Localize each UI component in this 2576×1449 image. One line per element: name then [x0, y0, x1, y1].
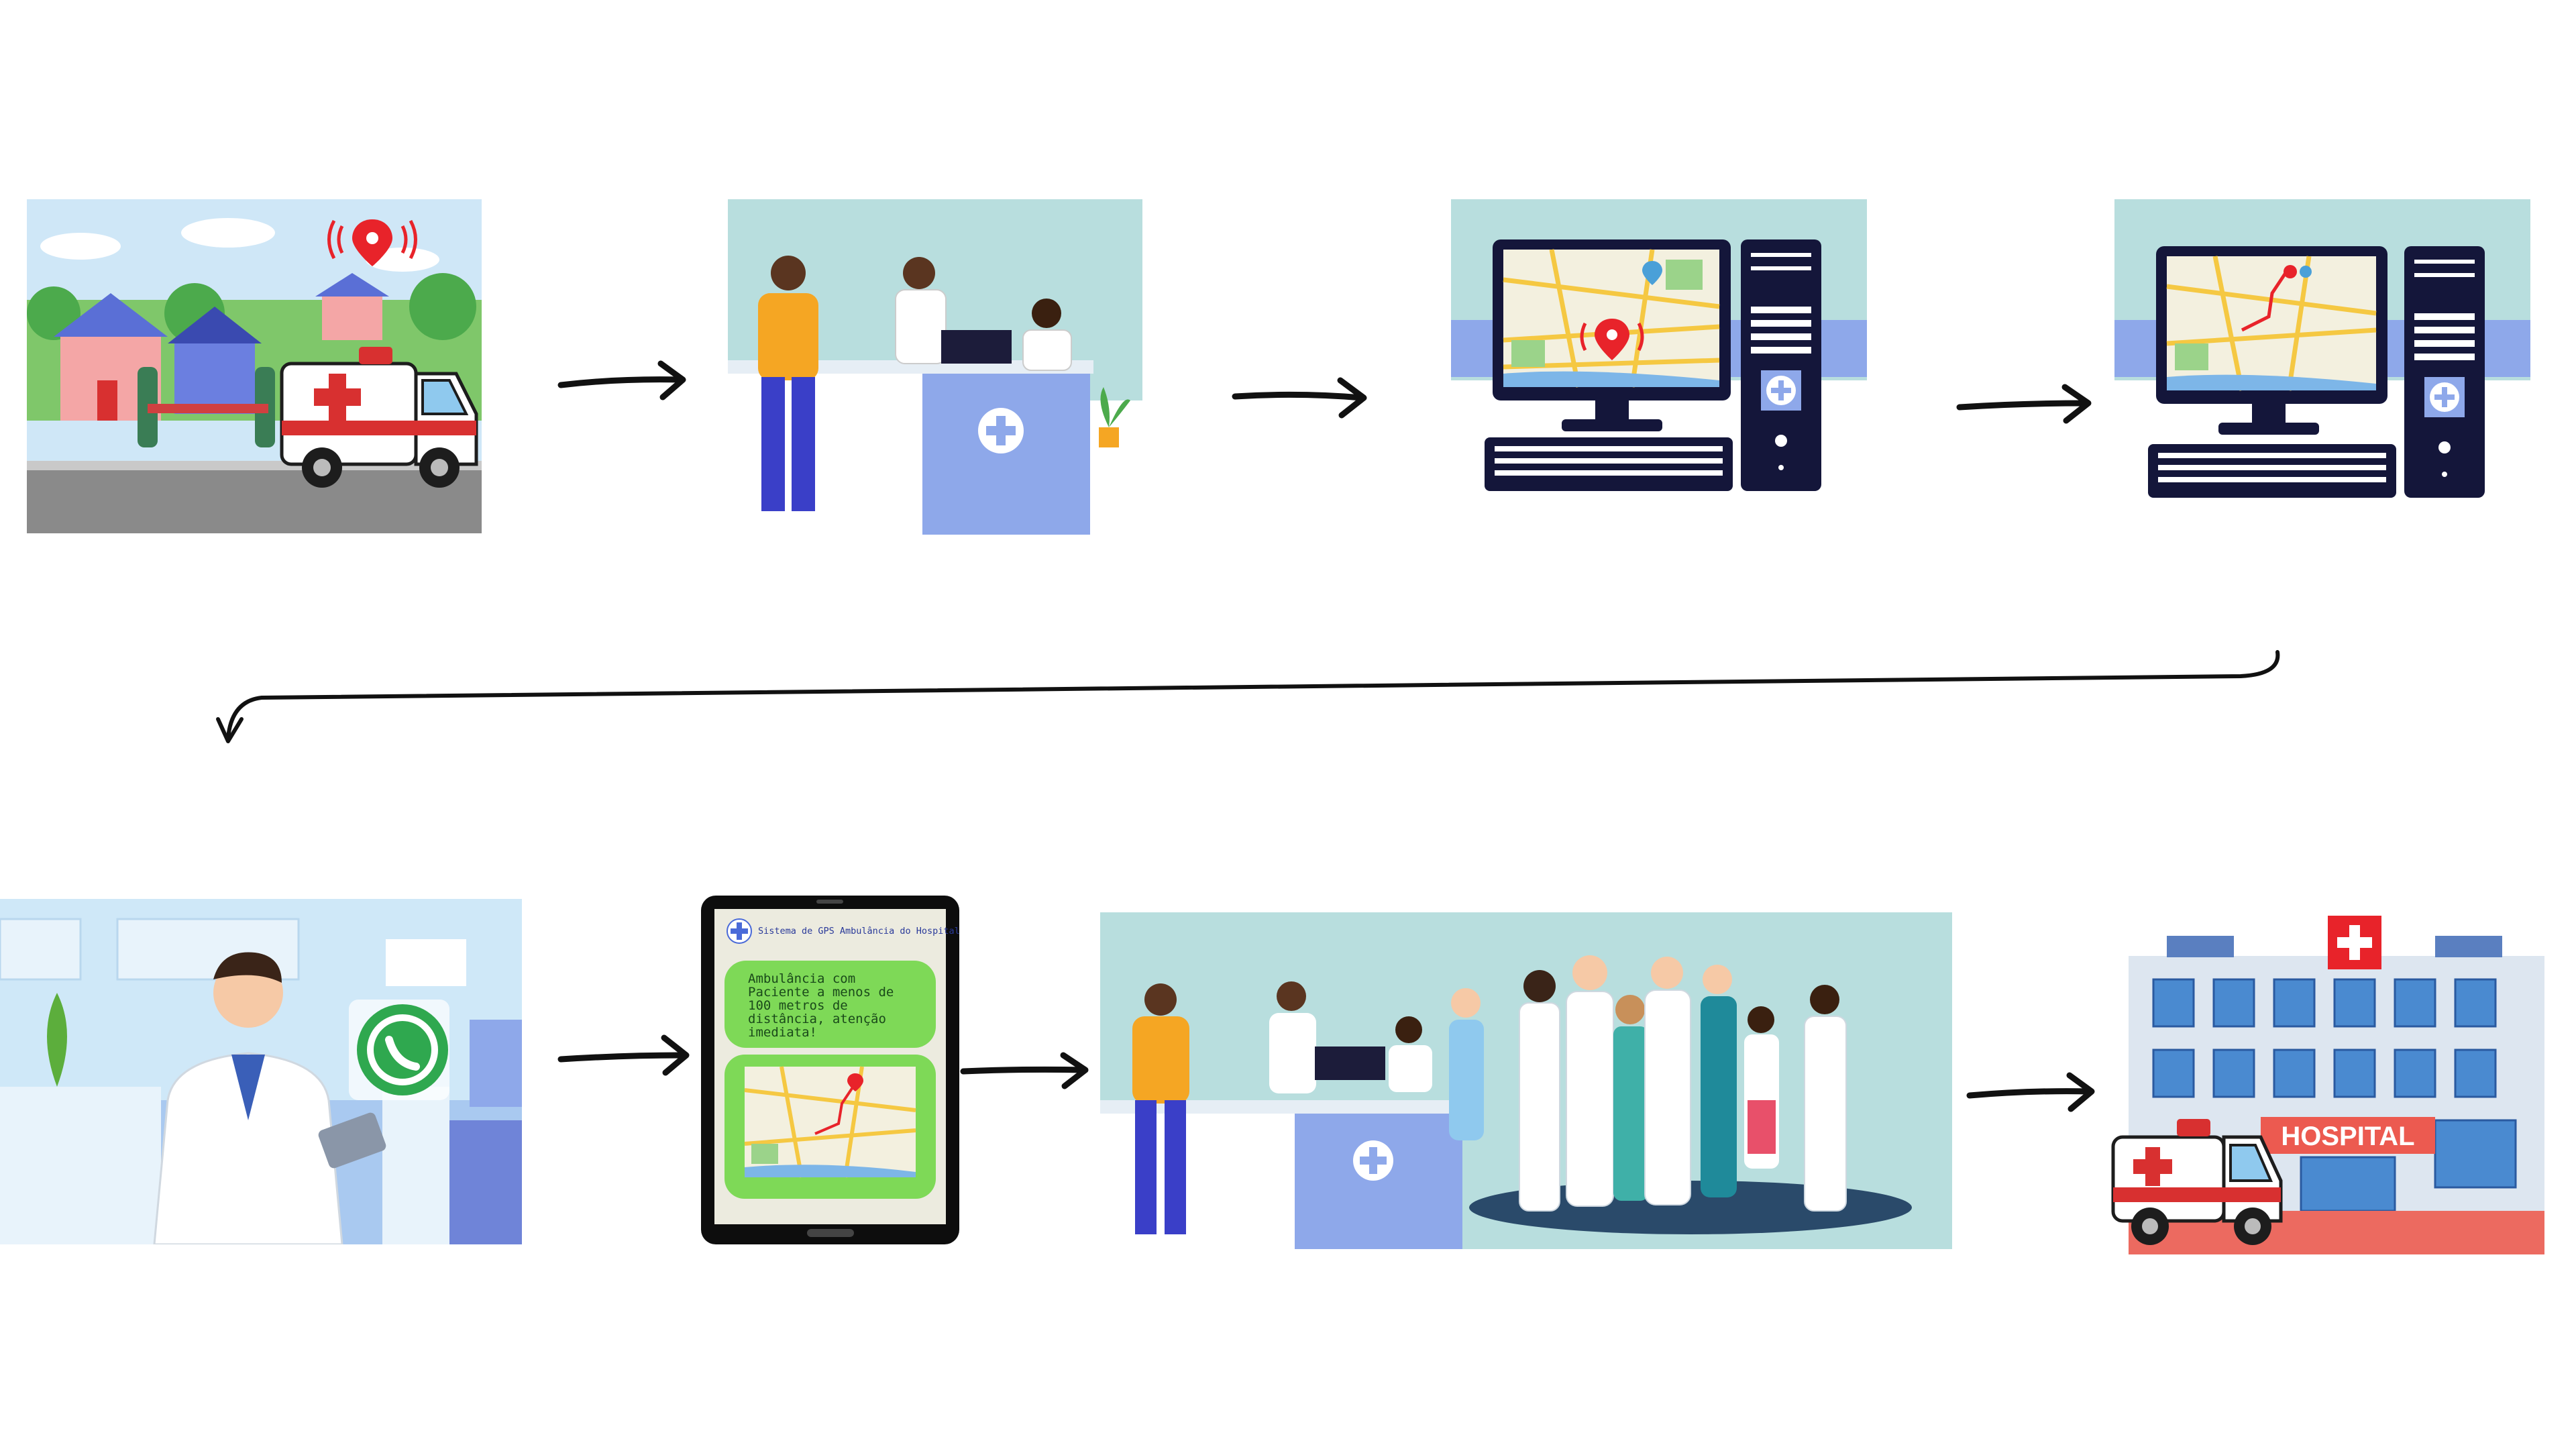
flow-return-arrow: [216, 650, 2280, 743]
step-gps-map-computer: [1451, 199, 1867, 500]
tablet-header: Sistema de GPS Ambulância do Hospital: [758, 926, 959, 936]
step-gps-route-computer: [2114, 199, 2530, 504]
alert-line-5: imediata!: [748, 1025, 817, 1040]
flow-arrow-6: [1966, 1072, 2095, 1112]
flow-arrow-1: [557, 360, 686, 400]
whatsapp-icon: [349, 1000, 449, 1100]
flow-arrow-5: [960, 1052, 1089, 1089]
map-thumbnail: [744, 1066, 916, 1178]
step-ambulance-pickup: [27, 199, 482, 533]
flow-arrow-3: [1956, 384, 2092, 424]
alert-line-1: Ambulância com: [748, 971, 855, 986]
message-bubble: [724, 961, 936, 1048]
location-pin-icon: [327, 219, 417, 266]
map-pin-icon: [1580, 319, 1644, 360]
alert-line-3: 100 metros de: [748, 998, 848, 1013]
alert-line-2: Paciente a menos de: [748, 985, 894, 1000]
alert-message: Ambulância com Paciente a menos de 100 m…: [748, 971, 894, 1040]
alert-line-4: distância, atenção: [748, 1012, 886, 1026]
step-tablet-alert: Sistema de GPS Ambulância do Hospital Am…: [701, 896, 959, 1244]
flow-arrow-4: [557, 1034, 690, 1076]
step-medical-team: [1100, 912, 1952, 1249]
flow-arrow-2: [1232, 377, 1367, 419]
step-doctor-whatsapp: [0, 899, 522, 1244]
step-reception-desk: [728, 199, 1142, 535]
hospital-sign: HOSPITAL: [2281, 1122, 2414, 1151]
step-hospital-arrival: HOSPITAL: [2100, 916, 2576, 1254]
hospital-sign-board: [2261, 1117, 2435, 1154]
